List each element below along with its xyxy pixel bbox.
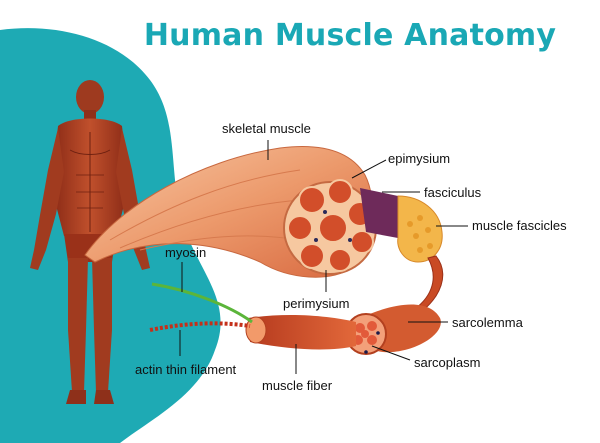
leader-lines xyxy=(179,140,468,374)
label-muscle-fiber: muscle fiber xyxy=(262,378,333,393)
label-actin-thin-filament: actin thin filament xyxy=(135,362,237,377)
page-title: Human Muscle Anatomy xyxy=(143,18,557,53)
label-perimysium: perimysium xyxy=(283,296,350,311)
label-muscle-fascicles: muscle fascicles xyxy=(472,218,567,233)
actin-filament xyxy=(149,321,251,332)
label-sarcoplasm: sarcoplasm xyxy=(414,355,481,370)
muscle-cross-section xyxy=(283,179,377,275)
label-sarcolemma: sarcolemma xyxy=(452,315,523,330)
myosin-filament xyxy=(151,282,253,324)
fiber-bundle-section xyxy=(345,304,441,355)
label-fasciculus: fasciculus xyxy=(424,185,482,200)
label-skeletal-muscle: skeletal muscle xyxy=(222,121,311,136)
muscle-fiber-shape xyxy=(248,315,356,350)
fasciculus-sheath xyxy=(360,188,407,238)
label-epimysium: epimysium xyxy=(388,151,451,166)
label-myosin: myosin xyxy=(165,245,207,260)
